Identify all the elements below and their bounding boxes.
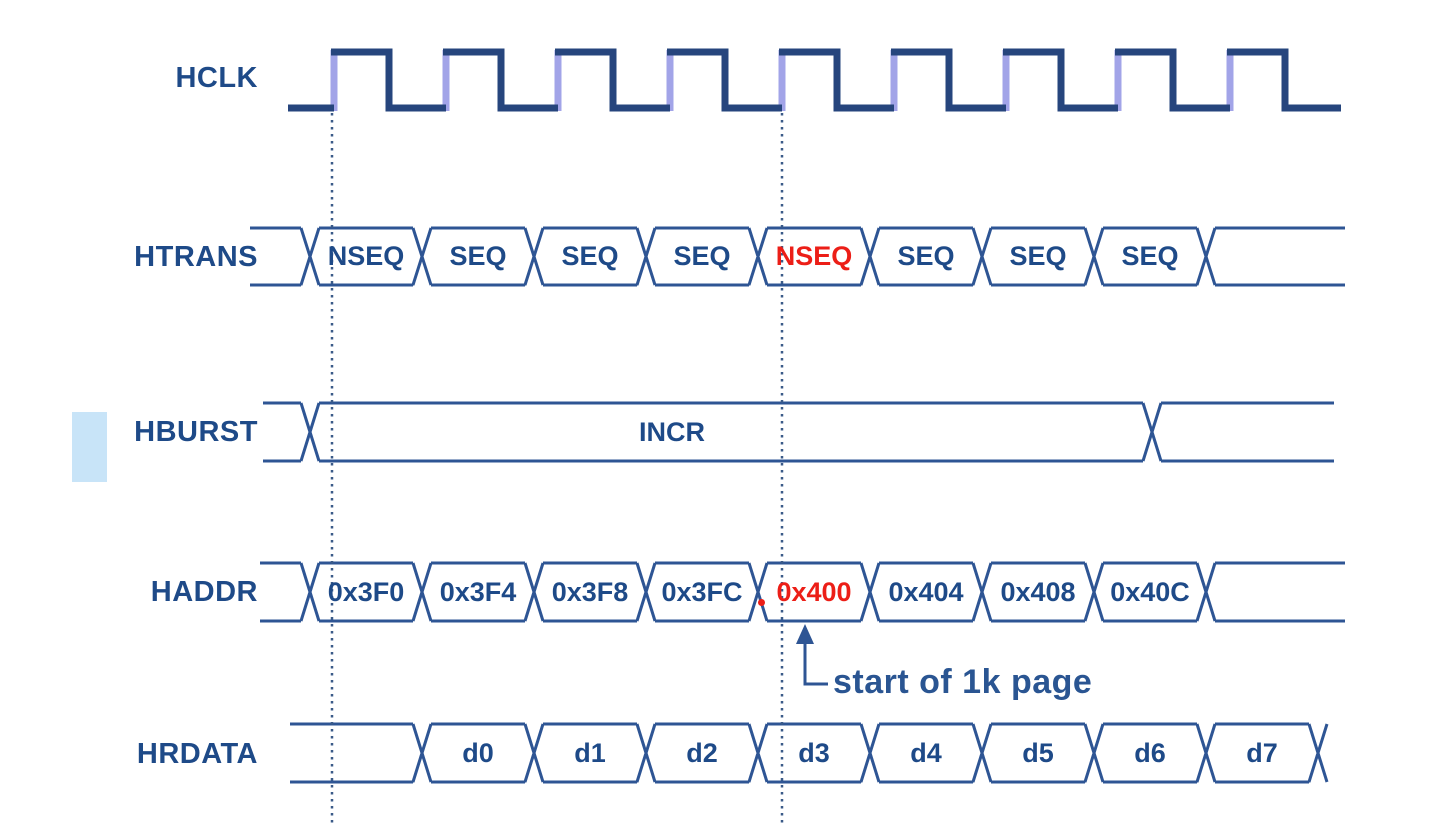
bus-cell-hrdata-5: d5 [1022,738,1054,768]
bus-cell-htrans-6: SEQ [1009,241,1067,271]
annotation-start-of-1k-page: start of 1k page [833,663,1093,701]
bus-cell-hrdata-7: d7 [1246,738,1278,768]
haddr-bus-waveform [260,561,1345,623]
bus-cell-hburst-incr: INCR [639,417,705,447]
signal-label-haddr: HADDR [150,576,258,608]
bus-cell-haddr-7: 0x40C [1110,577,1190,607]
bus-cell-haddr-5: 0x404 [888,577,964,607]
annotation-arrow-line [803,640,828,686]
bus-cell-haddr-1: 0x3F4 [439,577,517,607]
bus-cell-haddr-3: 0x3FC [661,577,743,607]
bus-cell-htrans-1: SEQ [449,241,507,271]
bus-cell-hrdata-4: d4 [910,738,942,768]
bus-cell-htrans-7: SEQ [1121,241,1179,271]
bus-cell-htrans-0: NSEQ [327,241,405,271]
bus-cell-htrans-3: SEQ [673,241,731,271]
bus-cell-hrdata-3: d3 [798,738,830,768]
bus-cell-haddr-0: 0x3F0 [327,577,405,607]
bus-cell-haddr-4-highlighted: 0x400 [776,577,852,607]
bus-cell-hrdata-1: d1 [574,738,606,768]
hclk-rising-edges [330,50,1234,111]
bus-cell-hrdata-0: d0 [462,738,494,768]
up-arrow-icon [796,624,814,644]
bus-cell-haddr-6: 0x408 [1000,577,1076,607]
bus-cell-haddr-2: 0x3F8 [551,577,629,607]
signal-label-htrans: HTRANS [134,241,258,273]
stray-red-dot [758,599,765,606]
htrans-bus-waveform [250,226,1345,287]
bus-cell-htrans-4-highlighted: NSEQ [775,241,853,271]
hclk-waveform [288,48,1341,112]
bus-cell-htrans-5: SEQ [897,241,955,271]
signal-label-hrdata: HRDATA [136,738,258,770]
bus-cell-hrdata-2: d2 [686,738,718,768]
signal-label-hclk: HCLK [175,62,258,94]
hburst-bus-waveform [263,401,1334,463]
bus-cell-htrans-2: SEQ [561,241,619,271]
bus-cell-hrdata-6: d6 [1134,738,1166,768]
hrdata-bus-waveform [290,722,1329,784]
slide-accent-marker [72,412,107,482]
signal-label-hburst: HBURST [134,416,258,448]
